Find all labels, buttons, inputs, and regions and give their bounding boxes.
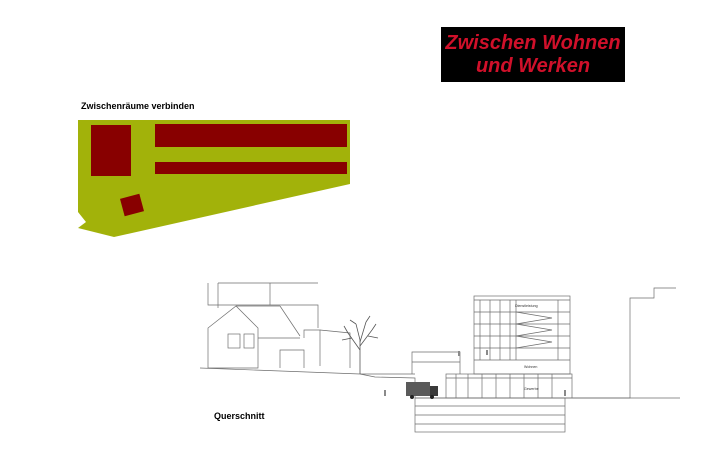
- section-label: Querschnitt: [214, 411, 265, 421]
- site-plan-diagram: [78, 120, 350, 237]
- truck-icon: [406, 382, 438, 399]
- left-buildings: [207, 282, 351, 369]
- tree: [341, 315, 379, 374]
- title-line-2: und Werken: [475, 55, 591, 77]
- tower-label-top: Dienstleistung: [515, 304, 538, 308]
- building-block-long-upper: [155, 124, 347, 147]
- tower-label-lower: Gewerbe: [524, 387, 539, 391]
- site-area: [78, 120, 350, 237]
- ground-line: [200, 367, 680, 399]
- right-building: [572, 287, 676, 399]
- underground: [414, 397, 566, 433]
- title-line-1: Zwischen Wohnen: [445, 32, 621, 54]
- person-icons: [384, 350, 566, 396]
- building-block-long-lower: [155, 162, 347, 174]
- tower: [473, 295, 571, 375]
- building-block-tall: [91, 125, 131, 176]
- cross-section-drawing: Dienstleistung Wohnen Gewerbe: [200, 282, 680, 433]
- diagram-label: Zwischenräume verbinden: [81, 101, 195, 111]
- building-block-small: [120, 193, 144, 217]
- title-box: Zwischen Wohnen und Werken: [441, 27, 625, 82]
- podium: [411, 351, 573, 399]
- tower-label-middle: Wohnen: [524, 365, 537, 369]
